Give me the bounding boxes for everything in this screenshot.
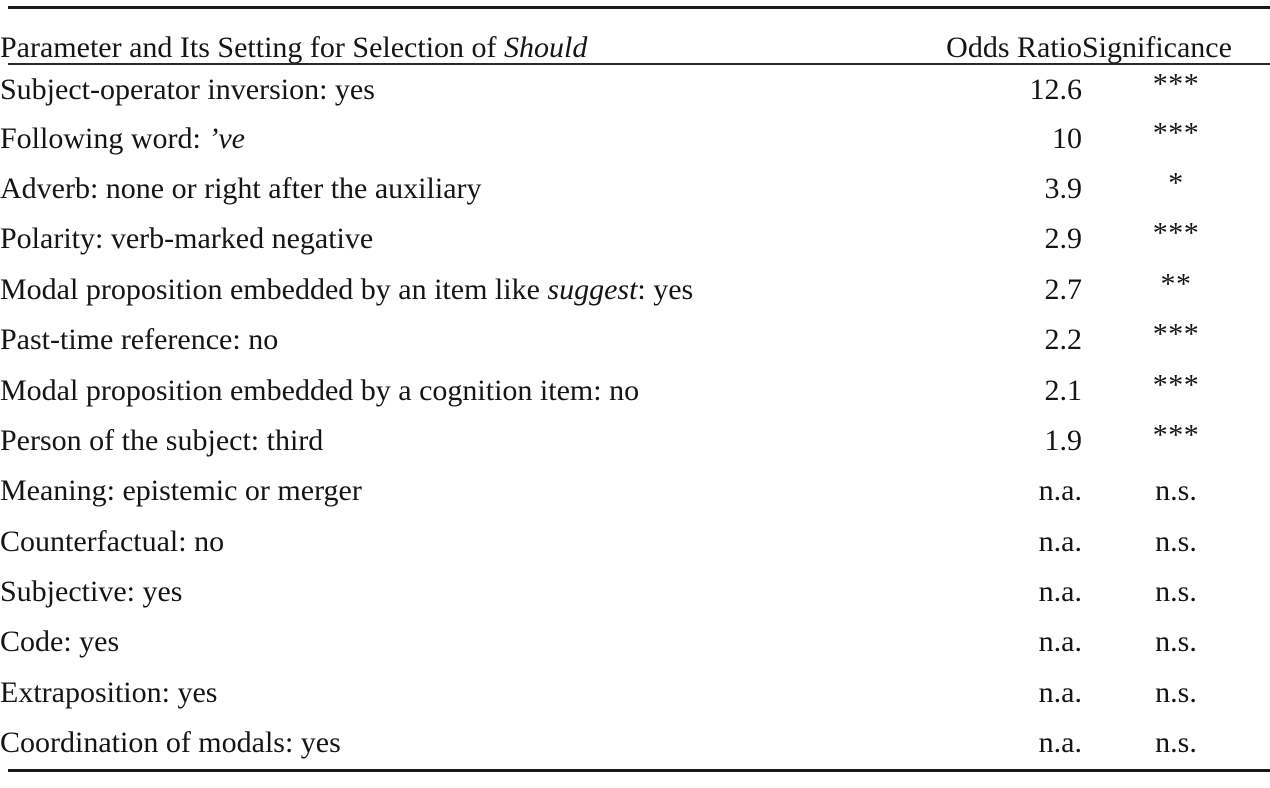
odds-ratio-cell: 2.9	[1044, 222, 1083, 256]
parameter-cell: Past-time reference: no	[0, 315, 900, 365]
odds-ratio-cell: n.a.	[1038, 675, 1082, 709]
significance-cell: *	[1082, 164, 1270, 214]
parameter-text: Following word:	[0, 121, 209, 155]
significance-cell: n.s.	[1082, 567, 1270, 617]
table-row: Code: yes n.a. n.s.	[0, 617, 1270, 667]
parameter-cell: Modal proposition embedded by a cognitio…	[0, 365, 900, 415]
significance-stars: ***	[1152, 216, 1200, 250]
significance-stars: ***	[1152, 418, 1200, 452]
table-row: Polarity: verb-marked negative 2.9 ***	[0, 214, 1270, 264]
parameter-text: Adverb: none or right after the auxiliar…	[0, 171, 482, 205]
parameter-cell: Subjective: yes	[0, 567, 900, 617]
table-row: Adverb: none or right after the auxiliar…	[0, 164, 1270, 214]
parameter-text: Code: yes	[0, 625, 120, 659]
significance-label: n.s.	[1155, 675, 1197, 709]
parameter-text-suffix: : yes	[637, 272, 694, 306]
parameter-text: Person of the subject: third	[0, 423, 324, 457]
parameter-cell: Following word: ’ve	[0, 113, 900, 163]
parameter-cell: Meaning: epistemic or merger	[0, 466, 900, 516]
significance-cell: n.s.	[1082, 517, 1270, 567]
parameter-cell: Extraposition: yes	[0, 668, 900, 718]
parameter-cell: Person of the subject: third	[0, 416, 900, 466]
header-row: Parameter and Its Setting for Selection …	[0, 0, 1270, 63]
column-header-parameter: Parameter and Its Setting for Selection …	[0, 0, 900, 63]
odds-ratio-cell: n.a.	[1038, 575, 1082, 609]
odds-ratio-cell: 2.7	[1044, 272, 1083, 306]
significance-cell: n.s.	[1082, 466, 1270, 516]
odds-ratio-cell: n.a.	[1038, 474, 1082, 508]
significance-cell: ***	[1082, 63, 1270, 113]
table-row: Extraposition: yes n.a. n.s.	[0, 668, 1270, 718]
odds-ratio-cell: 3.9	[1044, 171, 1083, 205]
significance-cell: ***	[1082, 365, 1270, 415]
parameter-text: Polarity: verb-marked negative	[0, 222, 374, 256]
table-row: Person of the subject: third 1.9 ***	[0, 416, 1270, 466]
column-header-parameter-text: Parameter and Its Setting for Selection …	[0, 31, 505, 64]
table-row: Modal proposition embedded by an item li…	[0, 265, 1270, 315]
significance-stars: ***	[1152, 317, 1200, 351]
significance-cell: ***	[1082, 315, 1270, 365]
significance-stars: ***	[1152, 67, 1200, 101]
significance-cell: ***	[1082, 214, 1270, 264]
table-row: Subject-operator inversion: yes 12.6 ***	[0, 63, 1270, 113]
significance-cell: n.s.	[1082, 617, 1270, 667]
parameter-text: Subject-operator inversion: yes	[0, 73, 375, 107]
parameter-text: Subjective: yes	[0, 575, 183, 609]
odds-ratio-cell: 2.1	[1044, 373, 1083, 407]
significance-stars: ***	[1152, 368, 1200, 402]
significance-stars: **	[1160, 267, 1192, 301]
odds-ratio-cell: n.a.	[1038, 726, 1082, 760]
odds-ratio-cell: 12.6	[1029, 73, 1083, 107]
parameter-cell: Modal proposition embedded by an item li…	[0, 265, 900, 315]
parameter-text: Modal proposition embedded by a cognitio…	[0, 373, 640, 407]
table-row: Meaning: epistemic or merger n.a. n.s.	[0, 466, 1270, 516]
table-row: Coordination of modals: yes n.a. n.s.	[0, 718, 1270, 768]
parameter-cell: Subject-operator inversion: yes	[0, 63, 900, 113]
table-row: Following word: ’ve 10 ***	[0, 113, 1270, 163]
column-header-significance: Significance	[1082, 31, 1232, 64]
parameter-text: Modal proposition embedded by an item li…	[0, 272, 548, 306]
significance-stars: ***	[1152, 116, 1200, 150]
significance-label: n.s.	[1155, 524, 1197, 558]
odds-ratio-cell: n.a.	[1038, 524, 1082, 558]
table-header: Parameter and Its Setting for Selection …	[0, 0, 1270, 63]
parameter-cell: Adverb: none or right after the auxiliar…	[0, 164, 900, 214]
significance-cell: ***	[1082, 113, 1270, 163]
significance-cell: ***	[1082, 416, 1270, 466]
significance-cell: n.s.	[1082, 718, 1270, 768]
table-row: Past-time reference: no 2.2 ***	[0, 315, 1270, 365]
parameter-italic-term: suggest	[547, 272, 638, 306]
significance-label: n.s.	[1155, 474, 1197, 508]
significance-label: n.s.	[1155, 625, 1197, 659]
results-table: Parameter and Its Setting for Selection …	[0, 0, 1270, 768]
parameter-cell: Code: yes	[0, 617, 900, 667]
parameter-text: Counterfactual: no	[0, 524, 225, 558]
parameter-cell: Coordination of modals: yes	[0, 718, 900, 768]
significance-label: n.s.	[1155, 726, 1197, 760]
significance-cell: n.s.	[1082, 668, 1270, 718]
significance-cell: **	[1082, 265, 1270, 315]
column-header-parameter-italic: Should	[504, 31, 588, 64]
table-row: Modal proposition embedded by a cognitio…	[0, 365, 1270, 415]
table-header-rule	[8, 63, 1270, 65]
parameter-cell: Counterfactual: no	[0, 517, 900, 567]
parameter-text: Past-time reference: no	[0, 323, 279, 357]
parameter-text: Coordination of modals: yes	[0, 726, 341, 760]
column-header-odds-ratio: Odds Ratio	[946, 31, 1082, 64]
table-top-rule	[8, 6, 1270, 9]
odds-ratio-cell: 2.2	[1044, 323, 1083, 357]
parameter-italic-term: ’ve	[208, 121, 245, 155]
significance-label: n.s.	[1155, 575, 1197, 609]
significance-stars: *	[1168, 166, 1184, 200]
table-bottom-rule	[8, 769, 1270, 772]
table-row: Counterfactual: no n.a. n.s.	[0, 517, 1270, 567]
odds-ratio-cell: 10	[1052, 121, 1082, 155]
odds-ratio-cell: 1.9	[1044, 423, 1083, 457]
parameter-text: Meaning: epistemic or merger	[0, 474, 362, 508]
parameter-cell: Polarity: verb-marked negative	[0, 214, 900, 264]
table-row: Subjective: yes n.a. n.s.	[0, 567, 1270, 617]
parameter-text: Extraposition: yes	[0, 675, 218, 709]
odds-ratio-cell: n.a.	[1038, 625, 1082, 659]
